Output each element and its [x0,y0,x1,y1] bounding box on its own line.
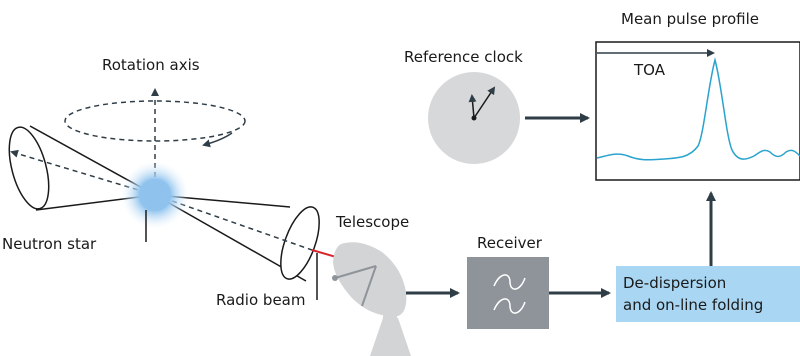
receiver-label: Receiver [477,234,543,252]
radio-beam-label: Radio beam [216,291,305,309]
pulse-profile-curve [596,57,800,161]
neutron-star-core [139,179,171,211]
telescope-feed [332,275,338,281]
pulse-profile-frame [595,41,800,181]
telescope-label: Telescope [335,213,409,231]
clock-center [471,115,477,121]
rotation-ellipse [64,100,246,142]
pulse-profile-group: Mean pulse profile TOA [595,10,800,181]
left-beam-axis [10,149,156,196]
toa-label: TOA [633,61,666,79]
right-cone-opening [280,206,320,280]
dedispersion-group: De-dispersion and on-line folding [616,266,800,322]
receiver-box [467,257,549,329]
telescope-feed-strut-2 [361,265,377,307]
receiver-wave-icon-2 [493,298,526,314]
rotation-direction-arrow [202,132,233,148]
reference-clock-label: Reference clock [404,48,523,66]
left-cone-opening [8,126,50,210]
telescope-base [370,318,411,356]
dedispersion-box [616,266,800,322]
telescope-group: Telescope [332,213,411,356]
rotation-axis-label: Rotation axis [102,56,200,74]
reference-clock-group: Reference clock [404,48,523,164]
mean-pulse-profile-label: Mean pulse profile [621,10,759,28]
telescope-dish [333,242,407,317]
telescope-feed-strut [334,265,377,279]
dedispersion-line1: De-dispersion [623,274,726,292]
neutron-star-label: Neutron star [2,235,97,253]
clock-hand-minute [473,86,496,119]
dedispersion-line2: and on-line folding [623,296,763,314]
clock-hand-hour [468,94,477,119]
receiver-wave-icon [493,274,526,290]
neutron-star-group: Neutron star Rotation axis [2,56,320,282]
receiver-group: Receiver [467,234,549,329]
